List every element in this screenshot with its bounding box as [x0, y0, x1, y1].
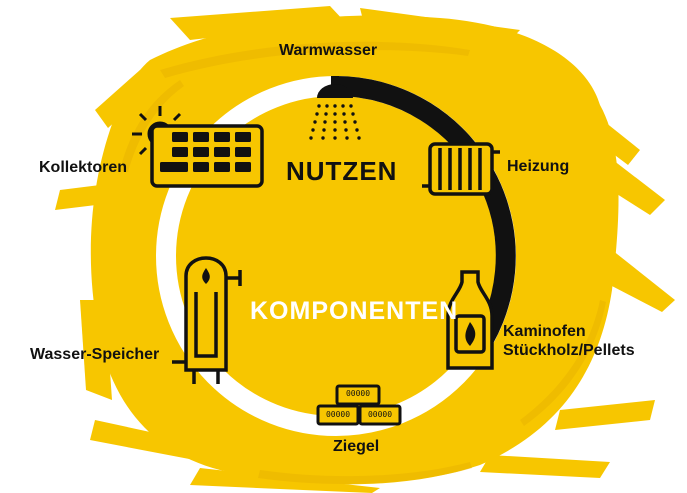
- shower-icon: [309, 76, 361, 140]
- brick-text-top: 00000: [345, 389, 371, 398]
- stove-icon: [446, 270, 494, 370]
- radiator-icon: [422, 142, 500, 196]
- label-kaminofen: Kaminofen Stückholz/Pellets: [503, 322, 635, 360]
- label-kaminofen-line2: Stückholz/Pellets: [503, 342, 635, 359]
- label-ziegel: Ziegel: [333, 438, 380, 455]
- label-wasser-speicher: Wasser-Speicher: [30, 346, 160, 363]
- water-tank-icon: [172, 256, 242, 384]
- label-heizung: Heizung: [507, 158, 570, 175]
- bricks-icon: [316, 384, 402, 426]
- label-kaminofen-line1: Kaminofen: [503, 323, 586, 340]
- brick-text-right: 00000: [367, 410, 393, 419]
- solar-collector-icon: [132, 106, 264, 188]
- komponenten-title: KOMPONENTEN: [250, 297, 459, 325]
- brush-streaks: [120, 41, 606, 484]
- label-kollektoren: Kollektoren: [39, 159, 128, 176]
- brick-text-left: 00000: [325, 410, 351, 419]
- nutzen-title: NUTZEN: [286, 156, 398, 186]
- label-warmwasser: Warmwasser: [279, 42, 378, 59]
